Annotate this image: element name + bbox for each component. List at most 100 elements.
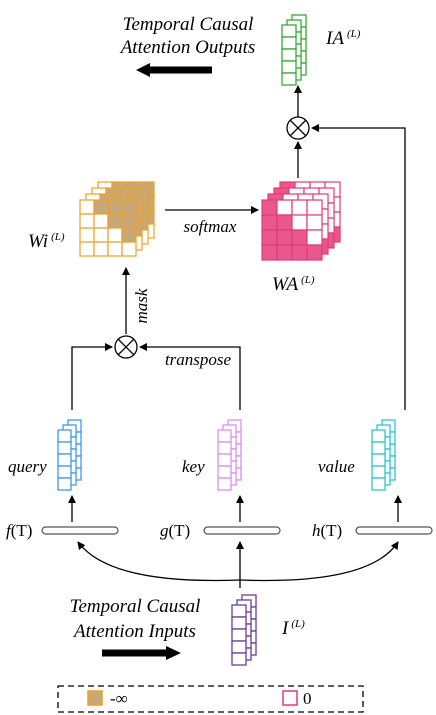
value-tensor bbox=[371, 419, 396, 491]
tensor-cell bbox=[276, 229, 293, 246]
tensor-cell bbox=[231, 628, 247, 642]
tensor-cell bbox=[217, 441, 232, 455]
tensor-cell bbox=[217, 429, 232, 443]
tensor-cell bbox=[121, 199, 137, 215]
input-arrow-head bbox=[166, 646, 181, 660]
tensor-cell bbox=[261, 229, 278, 246]
tensor-cell bbox=[281, 72, 297, 86]
legend-zero-label: 0 bbox=[303, 689, 312, 708]
tensor-cell bbox=[217, 453, 232, 467]
multiply-node-middle bbox=[114, 335, 138, 359]
query-tensor bbox=[57, 419, 82, 491]
tensor-cell bbox=[217, 465, 232, 479]
tensor-cell bbox=[93, 199, 109, 215]
g-label: g(T) bbox=[160, 521, 190, 540]
legend-neg-inf-label: -∞ bbox=[110, 689, 128, 708]
tensor-cell bbox=[57, 429, 72, 443]
tensor-cell bbox=[261, 214, 278, 231]
tensor-cell bbox=[306, 199, 323, 216]
transpose-label: transpose bbox=[165, 350, 232, 369]
ia-label: IA(L) bbox=[325, 28, 361, 49]
f-label: f(T) bbox=[6, 521, 32, 540]
tensor-cell bbox=[281, 48, 297, 62]
tensor-cell bbox=[93, 227, 109, 243]
output-tensor bbox=[281, 14, 307, 86]
arrow-key-to-mult bbox=[139, 343, 241, 410]
wa-tensor bbox=[261, 181, 341, 261]
tensor-cell bbox=[371, 429, 386, 443]
tensor-cell bbox=[217, 477, 232, 491]
tensor-cell bbox=[107, 241, 123, 257]
arrow-value-to-mult bbox=[311, 124, 406, 410]
output-arrow-head bbox=[136, 63, 150, 77]
tensor-cell bbox=[291, 214, 308, 231]
tensor-cell bbox=[107, 213, 123, 229]
query-label: query bbox=[8, 457, 47, 476]
legend: -∞ 0 bbox=[57, 685, 364, 713]
tensor-cell bbox=[121, 227, 137, 243]
tensor-cell bbox=[281, 60, 297, 74]
tensor-cell bbox=[57, 477, 72, 491]
wa-label: WA(L) bbox=[272, 274, 315, 295]
tensor-cell bbox=[107, 227, 123, 243]
arrow-query-to-mult bbox=[71, 343, 113, 410]
input-title-line2: Attention Inputs bbox=[72, 621, 196, 642]
wi-label: Wi(L) bbox=[28, 231, 65, 252]
input-title-line1: Temporal Causal bbox=[70, 596, 201, 617]
legend-zero-swatch bbox=[282, 690, 298, 706]
input-block: Temporal Causal Attention Inputs I(L) bbox=[70, 594, 305, 666]
output-block: Temporal Causal Attention Outputs IA(L) bbox=[119, 14, 361, 86]
tensor-cell bbox=[79, 199, 95, 215]
mask-label: mask bbox=[132, 288, 151, 323]
tensor-cell bbox=[57, 465, 72, 479]
tensor-cell bbox=[276, 214, 293, 231]
wi-tensor bbox=[79, 181, 155, 257]
tensor-cell bbox=[57, 453, 72, 467]
input-tensor bbox=[231, 594, 257, 666]
tensor-cell bbox=[231, 604, 247, 618]
tensor-cell bbox=[371, 441, 386, 455]
tensor-cell bbox=[281, 36, 297, 50]
output-title-line2: Attention Outputs bbox=[119, 37, 256, 58]
input-label: I(L) bbox=[281, 618, 305, 639]
key-label: key bbox=[182, 457, 205, 476]
tensor-cell bbox=[261, 244, 278, 261]
projection-g: g(T) bbox=[160, 521, 281, 540]
output-title-line1: Temporal Causal bbox=[123, 14, 254, 35]
tensor-cell bbox=[57, 441, 72, 455]
softmax-label: softmax bbox=[184, 217, 237, 236]
tensor-cell bbox=[93, 241, 109, 257]
tensor-cell bbox=[276, 199, 293, 216]
tensor-cell bbox=[107, 199, 123, 215]
tensor-cell bbox=[231, 616, 247, 630]
tensor-cell bbox=[306, 244, 323, 261]
tensor-cell bbox=[291, 229, 308, 246]
tensor-cell bbox=[281, 24, 297, 38]
tensor-cell bbox=[371, 453, 386, 467]
tensor-cell bbox=[291, 244, 308, 261]
value-label: value bbox=[318, 457, 355, 476]
arrow-input-to-f bbox=[77, 541, 241, 582]
multiply-node-top bbox=[286, 116, 310, 140]
tensor-cell bbox=[291, 199, 308, 216]
projection-f: f(T) bbox=[6, 521, 119, 540]
tensor-cell bbox=[306, 214, 323, 231]
tensor-cell bbox=[93, 213, 109, 229]
legend-neg-inf-swatch bbox=[87, 690, 103, 706]
tensor-cell bbox=[231, 652, 247, 666]
tensor-cell bbox=[121, 213, 137, 229]
tensor-cell bbox=[261, 199, 278, 216]
tensor-cell bbox=[79, 241, 95, 257]
tensor-cell bbox=[79, 227, 95, 243]
tensor-cell bbox=[79, 213, 95, 229]
key-tensor bbox=[217, 419, 242, 491]
tensor-cell bbox=[276, 244, 293, 261]
arrow-input-to-h bbox=[239, 541, 399, 582]
legend-box bbox=[57, 685, 364, 713]
projection-h: h(T) bbox=[312, 521, 433, 540]
tensor-cell bbox=[306, 229, 323, 246]
tensor-cell bbox=[371, 465, 386, 479]
tensor-cell bbox=[231, 640, 247, 654]
tensor-cell bbox=[371, 477, 386, 491]
